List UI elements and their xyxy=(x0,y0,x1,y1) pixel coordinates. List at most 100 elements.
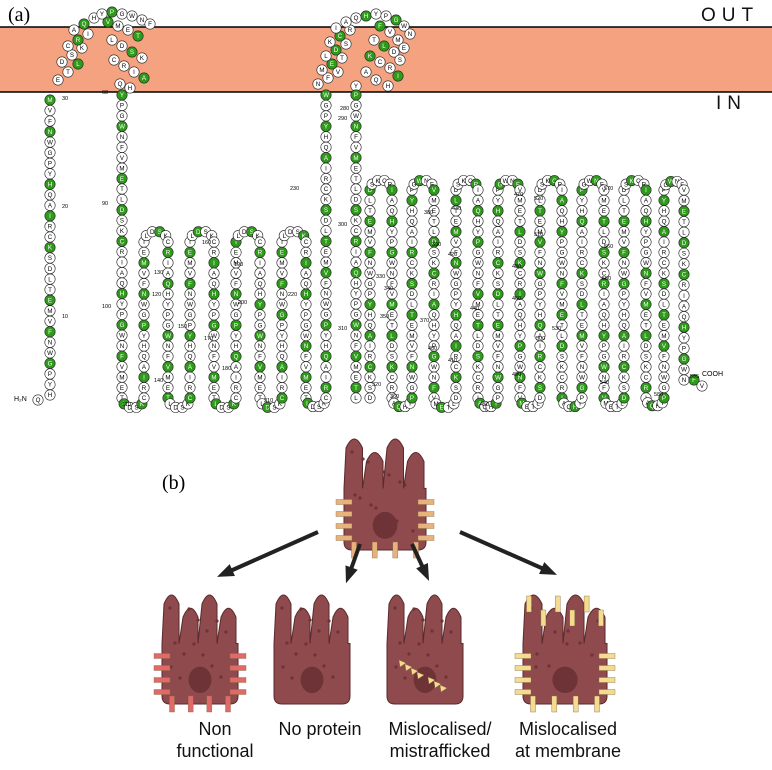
residue: C xyxy=(492,257,504,269)
svg-text:S: S xyxy=(602,250,606,257)
outcome-caption-at-membrane: Mislocalised at membrane xyxy=(514,719,622,761)
svg-text:F: F xyxy=(166,354,170,361)
svg-text:Y: Y xyxy=(578,400,582,407)
svg-text:K: K xyxy=(496,270,501,277)
residue: W xyxy=(618,267,630,279)
residue: E xyxy=(658,319,670,331)
residue: N xyxy=(44,336,56,348)
svg-text:W: W xyxy=(187,302,193,309)
residue-number-labels: 1020306090100110120130140150160170180190… xyxy=(62,90,699,408)
svg-text:K: K xyxy=(302,233,307,240)
svg-text:K: K xyxy=(410,270,415,277)
svg-text:Q: Q xyxy=(82,21,87,28)
svg-text:Y: Y xyxy=(100,11,104,18)
residue: H xyxy=(658,205,670,217)
svg-text:H: H xyxy=(166,291,170,298)
residue: K xyxy=(658,267,670,279)
membrane-protein xyxy=(187,695,194,713)
residue: N xyxy=(658,361,670,373)
svg-text:W: W xyxy=(389,260,395,267)
svg-text:N: N xyxy=(140,17,144,24)
residue: R xyxy=(658,246,670,258)
svg-text:Q: Q xyxy=(454,322,459,329)
residue: Y xyxy=(320,329,332,341)
residue: A xyxy=(472,194,484,206)
residue: H xyxy=(450,309,462,321)
svg-text:L: L xyxy=(214,401,218,408)
svg-text:I: I xyxy=(305,260,307,267)
residue: A xyxy=(300,267,312,279)
residue: I xyxy=(386,184,398,196)
svg-text:W: W xyxy=(559,260,565,267)
svg-text:L: L xyxy=(560,333,564,340)
svg-text:D: D xyxy=(219,405,224,412)
svg-text:V: V xyxy=(518,187,523,194)
svg-text:E: E xyxy=(538,218,542,225)
residue: N xyxy=(364,257,376,269)
svg-text:K: K xyxy=(120,228,125,235)
svg-text:N: N xyxy=(496,364,500,371)
svg-text:Q: Q xyxy=(602,312,607,319)
svg-text:S: S xyxy=(120,218,124,225)
svg-text:F: F xyxy=(234,281,238,288)
residue: A xyxy=(640,194,652,206)
svg-text:Y: Y xyxy=(142,333,146,340)
residue: R xyxy=(386,382,398,394)
residue: W xyxy=(350,110,362,122)
panel-b-label: (b) xyxy=(162,472,186,494)
svg-text:H: H xyxy=(403,404,407,411)
membrane-protein xyxy=(371,541,378,559)
residue: P xyxy=(598,340,610,352)
residue: I xyxy=(254,257,266,269)
residue: W xyxy=(44,347,56,359)
residue: C xyxy=(658,257,670,269)
residue: K xyxy=(350,214,362,226)
residue: I xyxy=(320,162,332,174)
residue: W xyxy=(208,330,220,342)
svg-text:I: I xyxy=(281,374,283,381)
residue: V xyxy=(116,152,128,164)
svg-text:H: H xyxy=(644,218,648,225)
svg-text:L: L xyxy=(260,401,264,408)
residue: Y xyxy=(658,194,670,206)
svg-text:E: E xyxy=(304,385,308,392)
residue: C xyxy=(406,257,418,269)
svg-text:D: D xyxy=(682,240,687,247)
svg-text:C: C xyxy=(432,270,437,277)
residue: Q xyxy=(678,311,690,323)
svg-text:M: M xyxy=(389,302,394,309)
residue: V xyxy=(556,288,568,300)
residue: G xyxy=(44,357,56,369)
svg-text:A: A xyxy=(390,198,395,205)
svg-text:F: F xyxy=(662,354,666,361)
svg-text:K: K xyxy=(140,401,145,408)
residue: Q xyxy=(230,350,242,362)
svg-text:R: R xyxy=(432,281,437,288)
residue: R xyxy=(44,220,56,232)
residue: W xyxy=(450,267,462,279)
residue-number: 110 xyxy=(122,402,131,408)
residue: I xyxy=(618,340,630,352)
svg-text:S: S xyxy=(518,250,522,257)
residue: S xyxy=(116,214,128,226)
residue: Q xyxy=(350,12,362,24)
svg-text:F: F xyxy=(368,250,372,257)
residue: K xyxy=(136,52,148,64)
svg-text:K: K xyxy=(390,364,395,371)
residue: L xyxy=(350,392,362,404)
residue-number: 200 xyxy=(238,300,247,306)
residue: F xyxy=(350,131,362,143)
svg-text:P: P xyxy=(166,312,170,319)
svg-text:S: S xyxy=(662,281,666,288)
svg-text:T: T xyxy=(476,322,480,329)
svg-text:D: D xyxy=(644,343,649,350)
svg-text:T: T xyxy=(324,238,328,245)
svg-text:H: H xyxy=(489,404,493,411)
membrane-protein xyxy=(229,677,247,683)
residue: W xyxy=(184,298,196,310)
residue: P xyxy=(450,288,462,300)
svg-text:S: S xyxy=(180,405,184,412)
svg-text:P: P xyxy=(48,371,52,378)
residue: M xyxy=(392,34,404,46)
residue: W xyxy=(116,120,128,132)
